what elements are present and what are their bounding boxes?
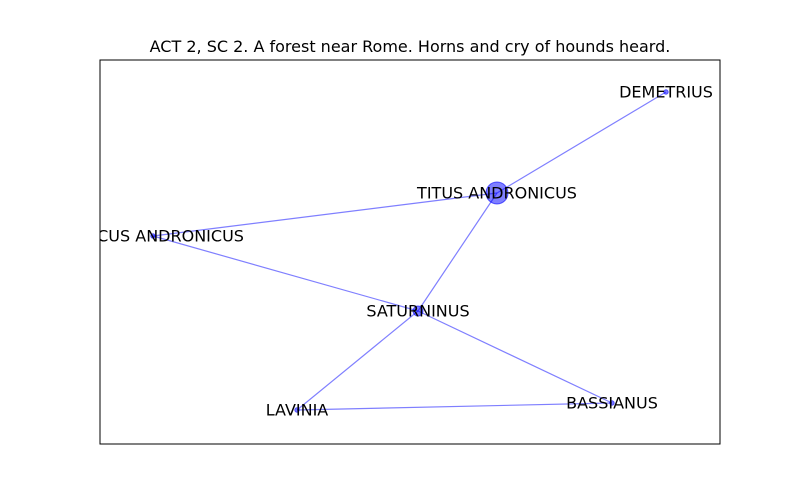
edge-titus-saturninus	[417, 192, 498, 312]
node-label-saturninus: SATURNINUS	[366, 302, 469, 321]
node-lavinia	[294, 407, 300, 413]
node-label-bassianus: BASSIANUS	[566, 394, 658, 413]
node-saturninus	[412, 305, 424, 317]
node-bassianus	[609, 400, 615, 406]
edge-marcus-saturninus	[152, 235, 419, 312]
node-label-lavinia: LAVINIA	[266, 401, 329, 420]
axes-frame	[99, 59, 721, 445]
node-label-titus: TITUS ANDRONICUS	[416, 184, 577, 203]
edge-lavinia-bassianus	[296, 402, 613, 411]
label-layer: TITUS ANDRONICUS DEMETRIUS MARCUS ANDRONIC…	[62, 83, 713, 420]
edge-titus-demetrius	[496, 91, 667, 194]
node-layer	[150, 89, 669, 413]
edge-saturninus-lavinia	[296, 310, 419, 411]
plot-area: TITUS ANDRONICUS DEMETRIUS MARCUS ANDRONIC…	[62, 83, 713, 420]
edge-titus-marcus	[152, 192, 498, 237]
node-demetrius	[663, 89, 669, 95]
edge-layer	[152, 91, 667, 411]
node-label-demetrius: DEMETRIUS	[619, 83, 713, 102]
figure-title: ACT 2, SC 2. A forest near Rome. Horns a…	[150, 37, 671, 56]
node-label-marcus: MARCUS ANDRONICUS	[62, 227, 244, 246]
node-marcus	[150, 233, 156, 239]
node-titus	[485, 181, 509, 205]
edge-saturninus-bassianus	[417, 310, 613, 404]
